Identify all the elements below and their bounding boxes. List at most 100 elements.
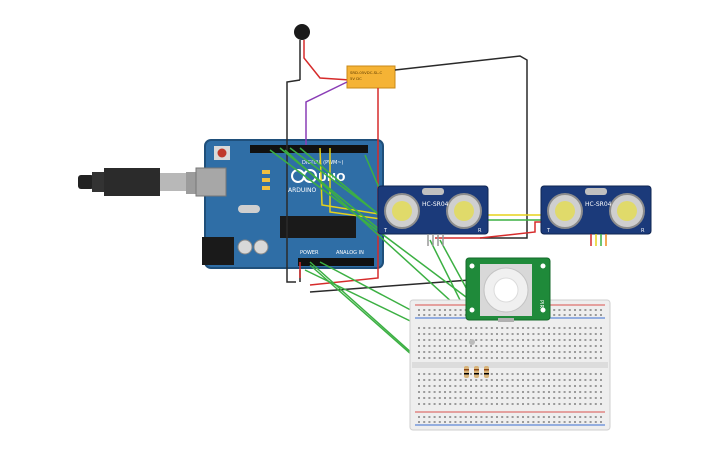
breadboard-hole[interactable] (548, 339, 550, 341)
breadboard-hole[interactable] (496, 379, 498, 381)
breadboard-hole[interactable] (558, 345, 561, 347)
breadboard-hole[interactable] (532, 373, 535, 375)
breadboard-hole[interactable] (537, 421, 540, 423)
breadboard-hole[interactable] (418, 385, 420, 387)
breadboard-hole[interactable] (480, 373, 483, 375)
breadboard-hole[interactable] (433, 314, 436, 316)
breadboard-hole[interactable] (470, 397, 472, 399)
breadboard-hole[interactable] (418, 416, 420, 418)
breadboard-hole[interactable] (480, 416, 483, 418)
breadboard-hole[interactable] (522, 351, 524, 353)
breadboard-hole[interactable] (449, 339, 452, 341)
breadboard-hole[interactable] (563, 379, 566, 381)
breadboard-hole[interactable] (480, 339, 483, 341)
breadboard-hole[interactable] (579, 397, 582, 399)
breadboard-hole[interactable] (516, 416, 519, 418)
breadboard-hole[interactable] (574, 345, 576, 347)
breadboard-hole[interactable] (558, 357, 561, 359)
breadboard-hole[interactable] (501, 391, 504, 393)
breadboard-hole[interactable] (584, 416, 587, 418)
breadboard-hole[interactable] (428, 333, 431, 335)
breadboard-hole[interactable] (594, 333, 597, 335)
breadboard-hole[interactable] (501, 397, 504, 399)
breadboard-hole[interactable] (470, 357, 472, 359)
breadboard[interactable] (409, 299, 611, 431)
breadboard-hole[interactable] (589, 333, 592, 335)
breadboard-hole[interactable] (475, 339, 478, 341)
breadboard-hole[interactable] (537, 345, 540, 347)
breadboard-hole[interactable] (459, 357, 462, 359)
breadboard-hole[interactable] (537, 379, 540, 381)
breadboard-hole[interactable] (433, 397, 436, 399)
breadboard-hole[interactable] (433, 391, 436, 393)
breadboard-hole[interactable] (516, 327, 519, 329)
breadboard-hole[interactable] (537, 357, 540, 359)
breadboard-hole[interactable] (490, 416, 493, 418)
breadboard-hole[interactable] (459, 391, 462, 393)
breadboard-hole[interactable] (553, 345, 556, 347)
breadboard-hole[interactable] (516, 333, 519, 335)
breadboard-hole[interactable] (532, 385, 535, 387)
breadboard-hole[interactable] (506, 379, 509, 381)
breadboard-hole[interactable] (527, 403, 530, 405)
breadboard-hole[interactable] (454, 345, 457, 347)
breadboard-hole[interactable] (454, 385, 457, 387)
breadboard-hole[interactable] (522, 385, 524, 387)
breadboard-hole[interactable] (438, 373, 441, 375)
breadboard-hole[interactable] (600, 421, 602, 423)
usb-cable[interactable] (78, 168, 210, 196)
breadboard-hole[interactable] (584, 327, 587, 329)
breadboard-hole[interactable] (490, 373, 493, 375)
breadboard-hole[interactable] (480, 327, 483, 329)
breadboard-hole[interactable] (527, 357, 530, 359)
breadboard-hole[interactable] (454, 416, 457, 418)
breadboard-hole[interactable] (574, 416, 576, 418)
breadboard-hole[interactable] (449, 357, 452, 359)
breadboard-hole[interactable] (485, 421, 488, 423)
breadboard-hole[interactable] (444, 379, 446, 381)
breadboard-hole[interactable] (433, 403, 436, 405)
breadboard-hole[interactable] (600, 373, 602, 375)
breadboard-hole[interactable] (470, 373, 472, 375)
breadboard-hole[interactable] (553, 357, 556, 359)
breadboard-hole[interactable] (449, 379, 452, 381)
breadboard-hole[interactable] (600, 403, 602, 405)
breadboard-hole[interactable] (584, 314, 587, 316)
breadboard-hole[interactable] (548, 327, 550, 329)
breadboard-hole[interactable] (444, 397, 446, 399)
breadboard-hole[interactable] (568, 385, 571, 387)
breadboard-hole[interactable] (600, 416, 602, 418)
breadboard-hole[interactable] (542, 351, 545, 353)
breadboard-hole[interactable] (496, 373, 498, 375)
breadboard-hole[interactable] (511, 416, 514, 418)
breadboard-hole[interactable] (438, 379, 441, 381)
breadboard-hole[interactable] (542, 391, 545, 393)
breadboard-hole[interactable] (428, 327, 431, 329)
breadboard-hole[interactable] (470, 421, 472, 423)
breadboard-hole[interactable] (568, 333, 571, 335)
breadboard-hole[interactable] (532, 339, 535, 341)
breadboard-hole[interactable] (527, 339, 530, 341)
breadboard-hole[interactable] (522, 421, 524, 423)
breadboard-hole[interactable] (449, 314, 452, 316)
breadboard-hole[interactable] (558, 391, 561, 393)
breadboard-hole[interactable] (506, 421, 509, 423)
breadboard-hole[interactable] (553, 327, 556, 329)
breadboard-hole[interactable] (511, 333, 514, 335)
breadboard-hole[interactable] (418, 327, 420, 329)
breadboard-hole[interactable] (527, 333, 530, 335)
breadboard-hole[interactable] (475, 421, 478, 423)
breadboard-hole[interactable] (532, 391, 535, 393)
breadboard-hole[interactable] (600, 339, 602, 341)
breadboard-hole[interactable] (475, 397, 478, 399)
breadboard-hole[interactable] (444, 403, 446, 405)
resistor[interactable] (474, 366, 479, 378)
breadboard-hole[interactable] (454, 327, 457, 329)
breadboard-hole[interactable] (428, 351, 431, 353)
breadboard-hole[interactable] (589, 421, 592, 423)
breadboard-hole[interactable] (423, 314, 426, 316)
breadboard-hole[interactable] (433, 416, 436, 418)
breadboard-hole[interactable] (563, 421, 566, 423)
breadboard-hole[interactable] (428, 416, 431, 418)
breadboard-hole[interactable] (516, 373, 519, 375)
